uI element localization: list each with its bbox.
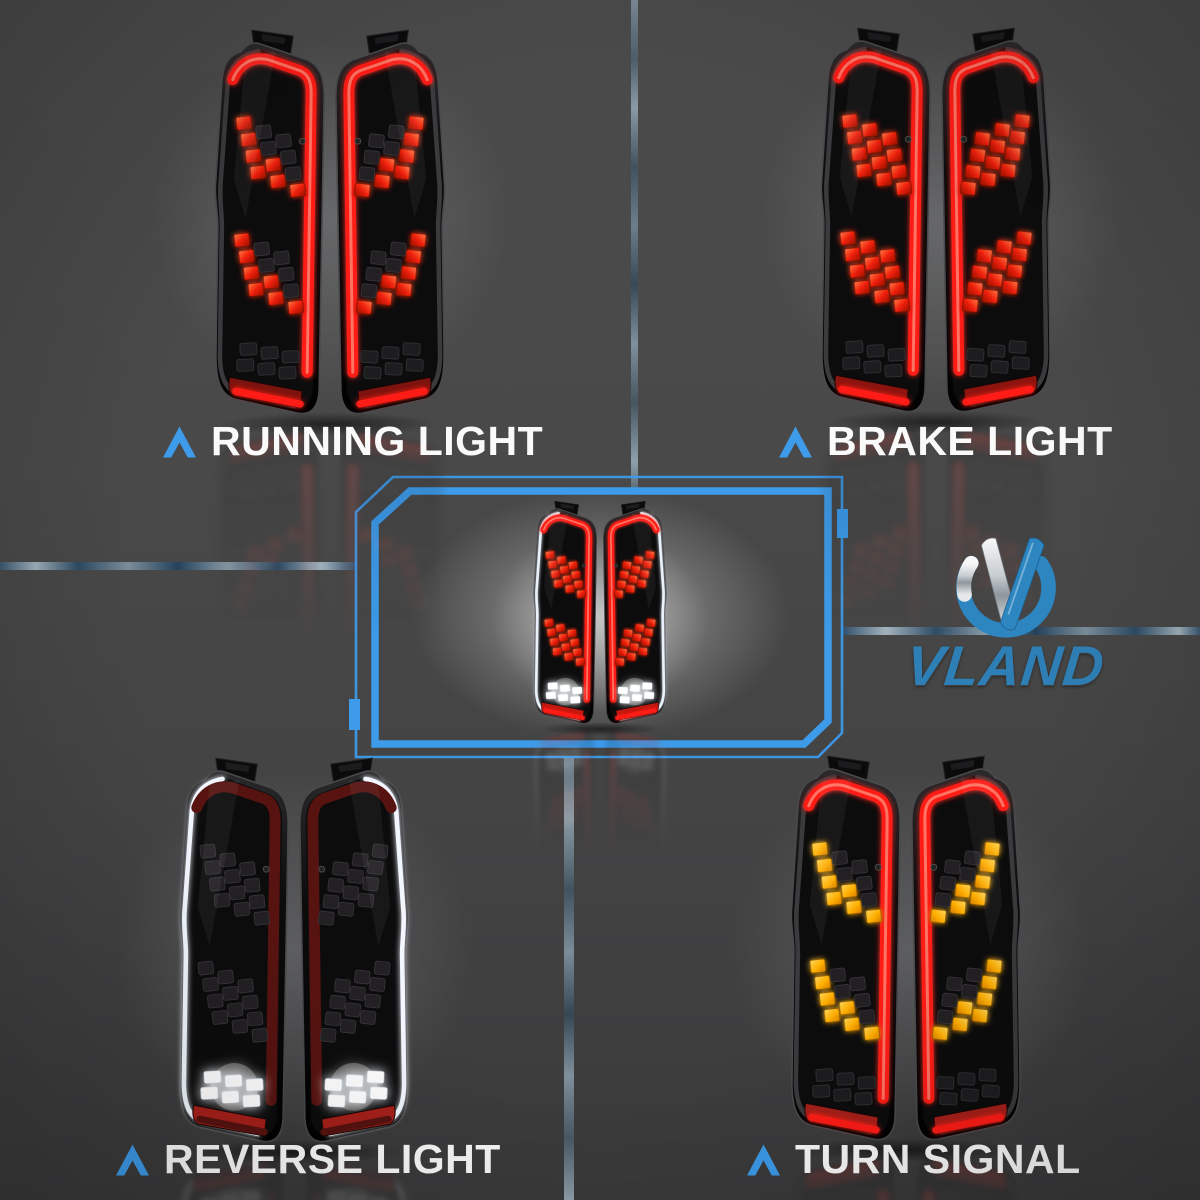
frame-tab-right	[837, 509, 848, 538]
backdrop-glow-bottom-right	[660, 700, 1160, 1200]
chevron-up-icon	[747, 1143, 780, 1176]
backdrop-glow-center-core	[455, 500, 745, 740]
backdrop-glow-center	[345, 445, 855, 785]
backdrop-glow-bottom-left	[45, 700, 545, 1200]
backdrop-glow-top-right	[690, 0, 1190, 470]
divider-horizontal-left	[0, 562, 356, 570]
chevron-up-icon	[163, 425, 196, 458]
ground-shadow	[536, 722, 664, 736]
chevron-up-icon	[779, 425, 812, 458]
divider-vertical-top	[631, 0, 638, 491]
tail-light-pair-center	[528, 500, 672, 952]
section-label-brake-light: BRAKE LIGHT	[827, 418, 1113, 464]
section-label-turn-signal: TURN SIGNAL	[795, 1136, 1081, 1182]
tail-light-pair-turn	[782, 754, 1030, 1200]
tail-light-reflection	[533, 728, 667, 952]
tail-light-reflection	[790, 1153, 1022, 1200]
tail-light-reflection	[214, 427, 446, 813]
tail-light-pair-photo	[533, 500, 667, 724]
frame-tab-left	[349, 699, 360, 730]
vland-emblem-icon	[955, 537, 1056, 638]
tail-light-reflection	[178, 1155, 410, 1200]
ground-shadow	[220, 412, 440, 436]
tail-light-pair-photo	[790, 755, 1022, 1141]
ground-shadow	[184, 1140, 404, 1164]
ground-shadow	[826, 410, 1046, 434]
chevron-up-icon	[116, 1143, 149, 1176]
divider-vertical-bottom	[564, 757, 574, 1200]
brand-wordmark: VLAND	[903, 634, 1108, 697]
tail-light-pair-running	[206, 28, 454, 814]
tail-light-pair-photo	[178, 757, 410, 1143]
ground-shadow	[796, 1138, 1016, 1162]
tail-light-pair-photo	[214, 29, 446, 415]
section-label-reverse-light: REVERSE LIGHT	[164, 1136, 501, 1182]
backdrop-glow-top-left	[80, 0, 580, 470]
tail-light-pair-reverse	[170, 756, 418, 1200]
tail-light-pair-photo	[820, 27, 1052, 413]
vland-logo: VLAND	[893, 532, 1118, 697]
section-label-running-light: RUNNING LIGHT	[211, 418, 544, 464]
